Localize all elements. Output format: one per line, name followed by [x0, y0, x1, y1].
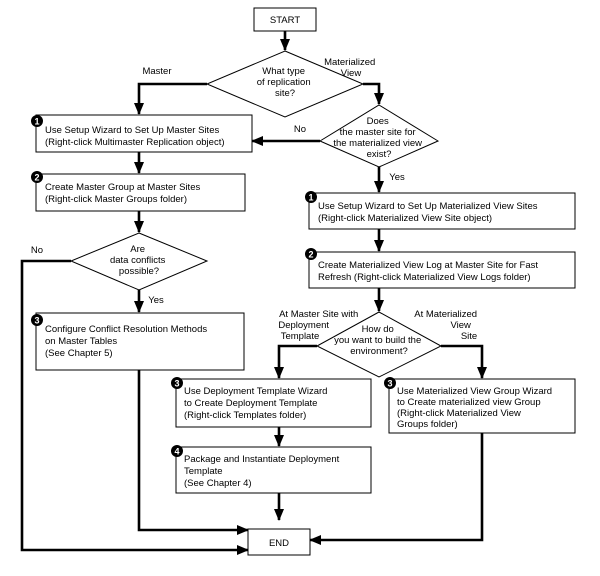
step-text: Use Setup Wizard to Set Up Master Sites … — [45, 125, 225, 148]
edge-type-to-mv — [363, 82, 384, 105]
edge-build-to-dt3 — [274, 344, 317, 379]
decision-master-site-exists: Does the master site for the materialize… — [318, 104, 440, 168]
step-text: Use Materialized View Group Wizard to Cr… — [397, 386, 555, 430]
step-box-mv-group-wizard: 3 Use Materialized View Group Wizard to … — [384, 377, 576, 434]
svg-text:4: 4 — [174, 447, 179, 457]
label-yes-exists: Yes — [389, 172, 405, 183]
step-box-create-master-group: 2 Create Master Group at Master Sites (R… — [31, 171, 246, 212]
label-at-master-site: At Master Site with Deployment Template — [278, 309, 361, 342]
step-box-create-mv-log: 2 Create Materialized View Log at Master… — [305, 248, 576, 289]
svg-text:2: 2 — [308, 250, 313, 260]
label-at-mv-site: At Materialized View Site — [414, 309, 479, 342]
svg-text:3: 3 — [387, 379, 392, 389]
step-text: Use Deployment Template Wizard to Create… — [184, 386, 330, 421]
edge-labels: Master Materialized View No Yes No Yes A… — [31, 57, 479, 342]
decision-replication-type: What type of replication site? — [205, 50, 365, 118]
label-no-exists: No — [294, 124, 306, 135]
step-text: Package and Instantiate Deployment Templ… — [184, 454, 342, 489]
label-yes-conflicts: Yes — [148, 295, 164, 306]
step-box-setup-mv-sites: 1 Use Setup Wizard to Set Up Materialize… — [305, 191, 576, 230]
step-text: Use Setup Wizard to Set Up Materialized … — [318, 201, 540, 224]
label-master: Master — [142, 66, 171, 77]
decision-build-environment: How do you want to build the environment… — [315, 311, 443, 378]
connectors — [20, 31, 487, 555]
step-text: Create Materialized View Log at Master S… — [318, 260, 541, 283]
svg-text:3: 3 — [34, 316, 39, 326]
step-box-conflict-resolution: 3 Configure Conflict Resolution Methods … — [31, 312, 245, 371]
step-number-badge: 2 — [31, 171, 43, 183]
decision-text: How do you want to build the environment… — [334, 324, 424, 357]
start-label: START — [270, 15, 300, 26]
step-number-badge: 4 — [171, 445, 183, 457]
decision-text: Are data conflicts possible? — [110, 244, 168, 277]
svg-text:1: 1 — [308, 193, 313, 203]
edge-type-to-master — [134, 82, 207, 115]
step-box-deployment-template-wizard: 3 Use Deployment Template Wizard to Crea… — [171, 377, 372, 428]
edge-m3-to-end — [137, 370, 249, 535]
step-number-badge: 1 — [31, 115, 43, 127]
svg-text:1: 1 — [34, 117, 39, 127]
step-number-badge: 1 — [305, 191, 317, 203]
label-no-conflicts: No — [31, 245, 43, 256]
label-materialized-view: Materialized View — [324, 57, 378, 79]
end-label: END — [269, 538, 289, 549]
start-node: START — [253, 7, 317, 32]
edge-conflicts-no — [20, 259, 249, 555]
step-text: Create Master Group at Master Sites (Rig… — [45, 182, 203, 205]
decision-data-conflicts: Are data conflicts possible? — [69, 232, 209, 291]
step-number-badge: 3 — [31, 314, 43, 326]
step-box-package-instantiate: 4 Package and Instantiate Deployment Tem… — [171, 445, 372, 494]
step-text: Configure Conflict Resolution Methods on… — [45, 324, 210, 359]
edge-mvg3-to-end — [309, 433, 484, 545]
edge-build-to-mvg3 — [441, 344, 487, 379]
step-number-badge: 3 — [384, 377, 396, 389]
decision-text: Does the master site for the materialize… — [333, 116, 424, 160]
step-box-setup-master-sites: 1 Use Setup Wizard to Set Up Master Site… — [31, 114, 253, 153]
decision-text: What type of replication site? — [257, 66, 314, 99]
step-number-badge: 3 — [171, 377, 183, 389]
svg-text:3: 3 — [174, 379, 179, 389]
end-node: END — [247, 528, 311, 556]
svg-text:2: 2 — [34, 173, 39, 183]
step-number-badge: 2 — [305, 248, 317, 260]
